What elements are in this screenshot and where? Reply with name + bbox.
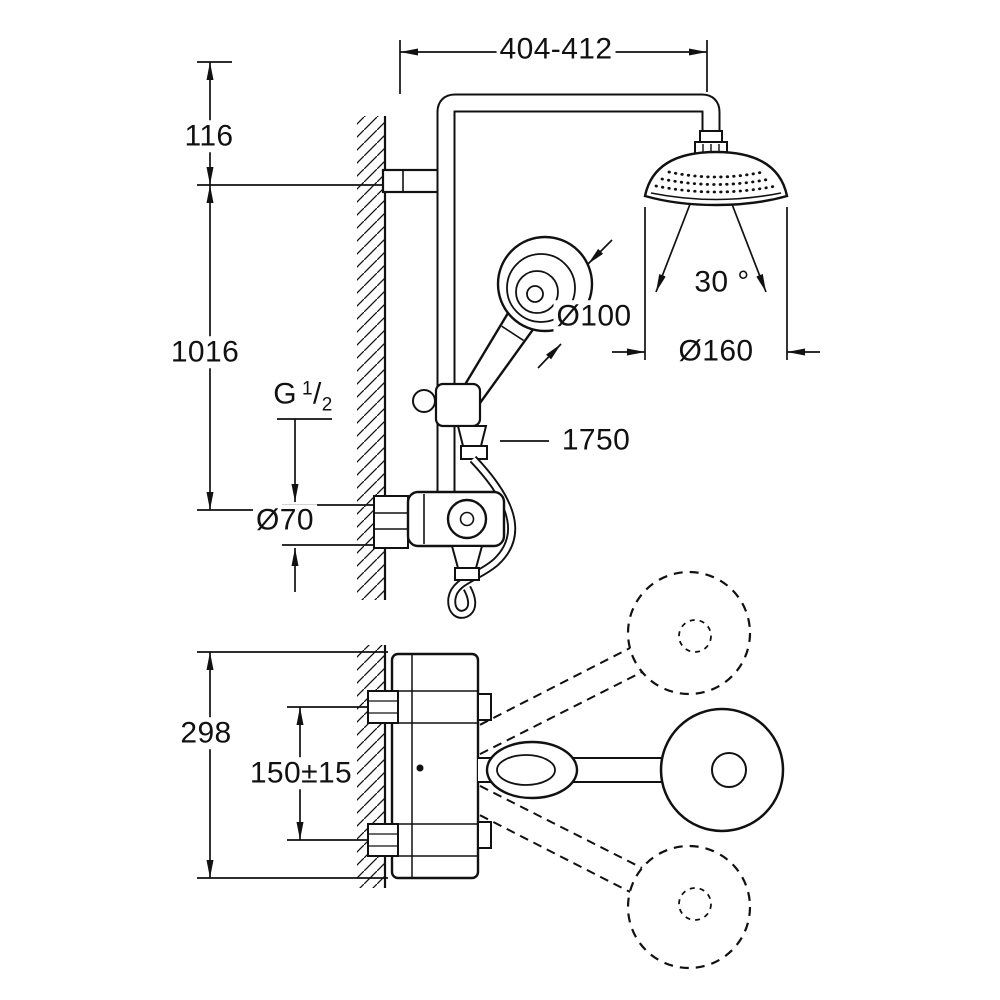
mixer-top-view	[367, 652, 492, 880]
dim-swivel-angle-label: 30 °	[691, 266, 753, 298]
head-shower-dome	[643, 150, 789, 207]
head-shower-top-view	[659, 707, 785, 833]
inlet-union-bottom	[367, 823, 399, 857]
wall-section-top	[357, 116, 387, 600]
head-shower	[643, 130, 789, 207]
swivel-pivot	[416, 764, 424, 772]
head-position-up	[626, 570, 752, 696]
thread-slash: /	[313, 377, 322, 411]
dim-top-offset-label: 116	[181, 120, 237, 152]
dim-hand-shower-diameter-label: Ø100	[553, 300, 635, 332]
dim-body-height-label: 298	[177, 717, 235, 749]
mixer-knob	[446, 498, 488, 540]
dim-hose-length-label: 1750	[558, 424, 634, 456]
shower-hose	[447, 455, 517, 619]
inlet-union-top	[367, 690, 399, 724]
mixer-outlet-nut	[454, 567, 480, 581]
mixer-valve	[373, 490, 506, 581]
thread-numerator: 1	[302, 378, 313, 400]
thread-denominator: 2	[321, 394, 333, 416]
holder-knob	[412, 389, 436, 413]
spray-face-dots	[654, 184, 778, 194]
swivel-positions-dashed	[479, 570, 752, 970]
wall-bracket	[381, 168, 441, 194]
dim-head-shower-diameter-label: Ø160	[675, 335, 757, 367]
dim-escutcheon-diameter-label: Ø70	[253, 504, 317, 536]
dim-inlet-spacing-label: 150±15	[246, 757, 356, 789]
wall-union-fitting	[373, 495, 409, 549]
thread-g: G	[273, 377, 298, 411]
dim-width-range-label: 404-412	[496, 33, 616, 65]
dim-riser-height-label: 1016	[167, 336, 243, 368]
mixer-outlet	[450, 545, 484, 569]
swivel-arm	[416, 707, 785, 833]
riser-pipe	[436, 93, 721, 508]
rail-holder	[412, 382, 488, 460]
hose-connector-nut	[460, 445, 488, 460]
head-position-down	[626, 844, 752, 970]
hand-shower-cradle	[485, 740, 579, 800]
